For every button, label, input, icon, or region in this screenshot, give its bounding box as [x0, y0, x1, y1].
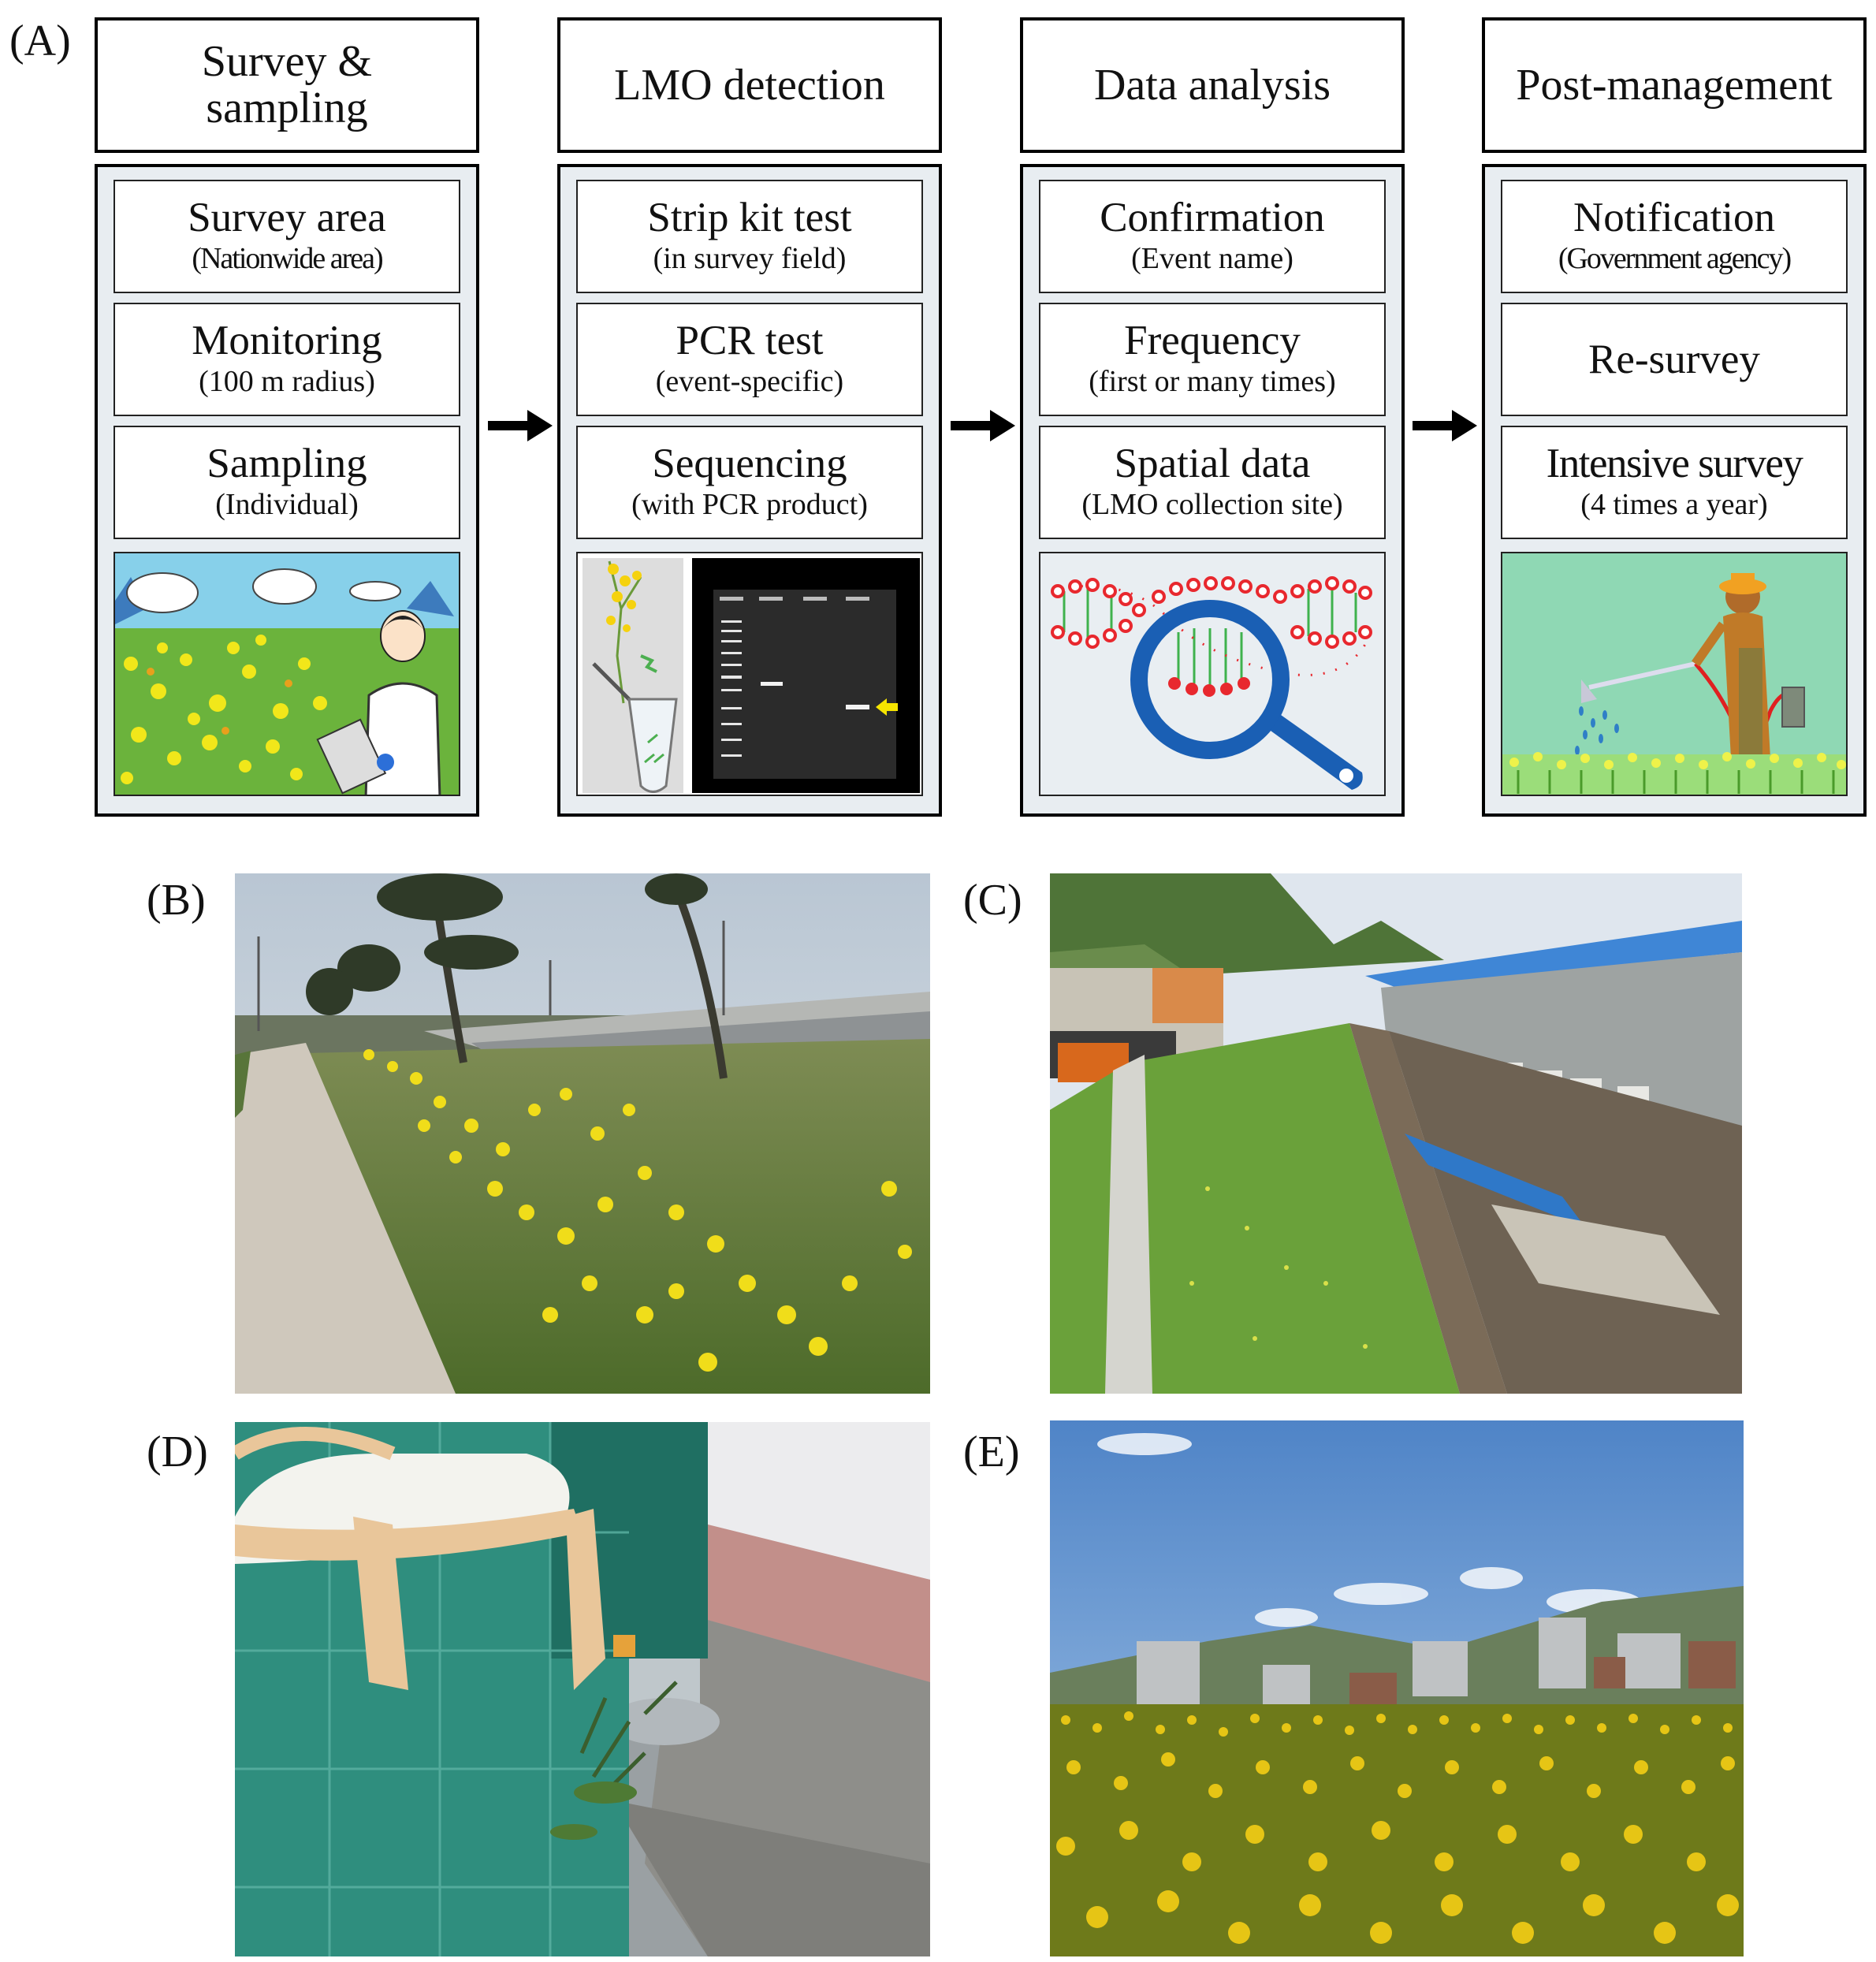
stage-2-item-2-main: PCR test: [676, 317, 824, 363]
detection-illustration: [576, 552, 923, 796]
stage-3-item-3-sub: (LMO collection site): [1081, 487, 1343, 521]
stage-1-item-2: Monitoring (100 m radius): [114, 303, 460, 416]
stage-1-item-2-main: Monitoring: [192, 317, 382, 363]
panel-label-d: (D): [147, 1428, 208, 1476]
stage-2-item-3-sub: (with PCR product): [631, 487, 868, 521]
stage-3-item-1: Confirmation (Event name): [1039, 180, 1386, 293]
stage-4-title-line1: Post-management: [1516, 60, 1833, 110]
stage-2-title-line1: LMO detection: [614, 60, 885, 110]
panel-label-c: (C): [963, 876, 1022, 925]
stage-2-item-1-sub: (in survey field): [653, 241, 847, 275]
stage-2-item-2-sub: (event-specific): [655, 364, 844, 398]
stage-1-item-1: Survey area (Nationwide area): [114, 180, 460, 293]
farm-photo-c: [1050, 873, 1742, 1394]
stage-2-header: LMO detection: [557, 17, 942, 153]
stage-3-item-2: Frequency (first or many times): [1039, 303, 1386, 416]
stage-3-item-2-main: Frequency: [1124, 317, 1301, 363]
stage-4-item-3-main: Intensive survey: [1546, 440, 1803, 486]
stage-1-column: Survey area (Nationwide area) Monitoring…: [95, 164, 479, 817]
stage-3-column: Confirmation (Event name) Frequency (fir…: [1020, 164, 1405, 817]
stage-4-item-3-sub: (4 times a year): [1580, 487, 1768, 521]
stage-1-header: Survey & sampling: [95, 17, 479, 153]
stage-1-title-line2: sampling: [206, 84, 368, 132]
arrow-1: [488, 410, 553, 441]
stage-2-item-1: Strip kit test (in survey field): [576, 180, 923, 293]
spraying-illustration: [1501, 552, 1848, 796]
stage-4-item-2: Re-survey: [1501, 303, 1848, 416]
survey-illustration: [114, 552, 460, 796]
stage-3-item-3: Spatial data (LMO collection site): [1039, 426, 1386, 539]
bag-photo-d: [235, 1422, 930, 1956]
stage-4-item-1: Notification (Government agency): [1501, 180, 1848, 293]
stage-2-item-3-main: Sequencing: [652, 440, 847, 486]
stage-3-item-1-sub: (Event name): [1131, 241, 1293, 275]
roadside-photo-b: [235, 873, 930, 1394]
panel-label-b: (B): [147, 876, 206, 925]
stage-1-item-3: Sampling (Individual): [114, 426, 460, 539]
stage-1-title-line1: Survey &: [201, 37, 373, 87]
stage-1-item-3-main: Sampling: [207, 440, 367, 486]
stage-4-item-1-sub: (Government agency): [1558, 241, 1792, 275]
stage-3-item-1-main: Confirmation: [1100, 194, 1325, 240]
stage-4-item-3: Intensive survey (4 times a year): [1501, 426, 1848, 539]
stage-4-item-1-main: Notification: [1573, 194, 1776, 240]
dna-magnifier-illustration: [1039, 552, 1386, 796]
stage-1-item-1-sub: (Nationwide area): [192, 241, 383, 275]
stage-4-column: Notification (Government agency) Re-surv…: [1482, 164, 1867, 817]
stage-3-item-3-main: Spatial data: [1114, 440, 1311, 486]
arrow-2: [951, 410, 1015, 441]
stage-3-header: Data analysis: [1020, 17, 1405, 153]
stage-4-item-2-main: Re-survey: [1588, 336, 1760, 382]
stage-1-item-2-sub: (100 m radius): [199, 364, 375, 398]
stage-2-item-3: Sequencing (with PCR product): [576, 426, 923, 539]
stage-2-item-2: PCR test (event-specific): [576, 303, 923, 416]
panel-label-a: (A): [9, 17, 71, 65]
stage-2-item-1-main: Strip kit test: [647, 194, 852, 240]
stage-2-column: Strip kit test (in survey field) PCR tes…: [557, 164, 942, 817]
stage-3-title-line1: Data analysis: [1093, 60, 1331, 110]
arrow-3: [1413, 410, 1477, 441]
stage-1-item-1-main: Survey area: [188, 194, 386, 240]
rapeseed-field-photo-e: [1050, 1420, 1744, 1956]
stage-4-header: Post-management: [1482, 17, 1867, 153]
stage-1-item-3-sub: (Individual): [215, 487, 359, 521]
panel-label-e: (E): [963, 1428, 1020, 1476]
stage-3-item-2-sub: (first or many times): [1089, 364, 1336, 398]
